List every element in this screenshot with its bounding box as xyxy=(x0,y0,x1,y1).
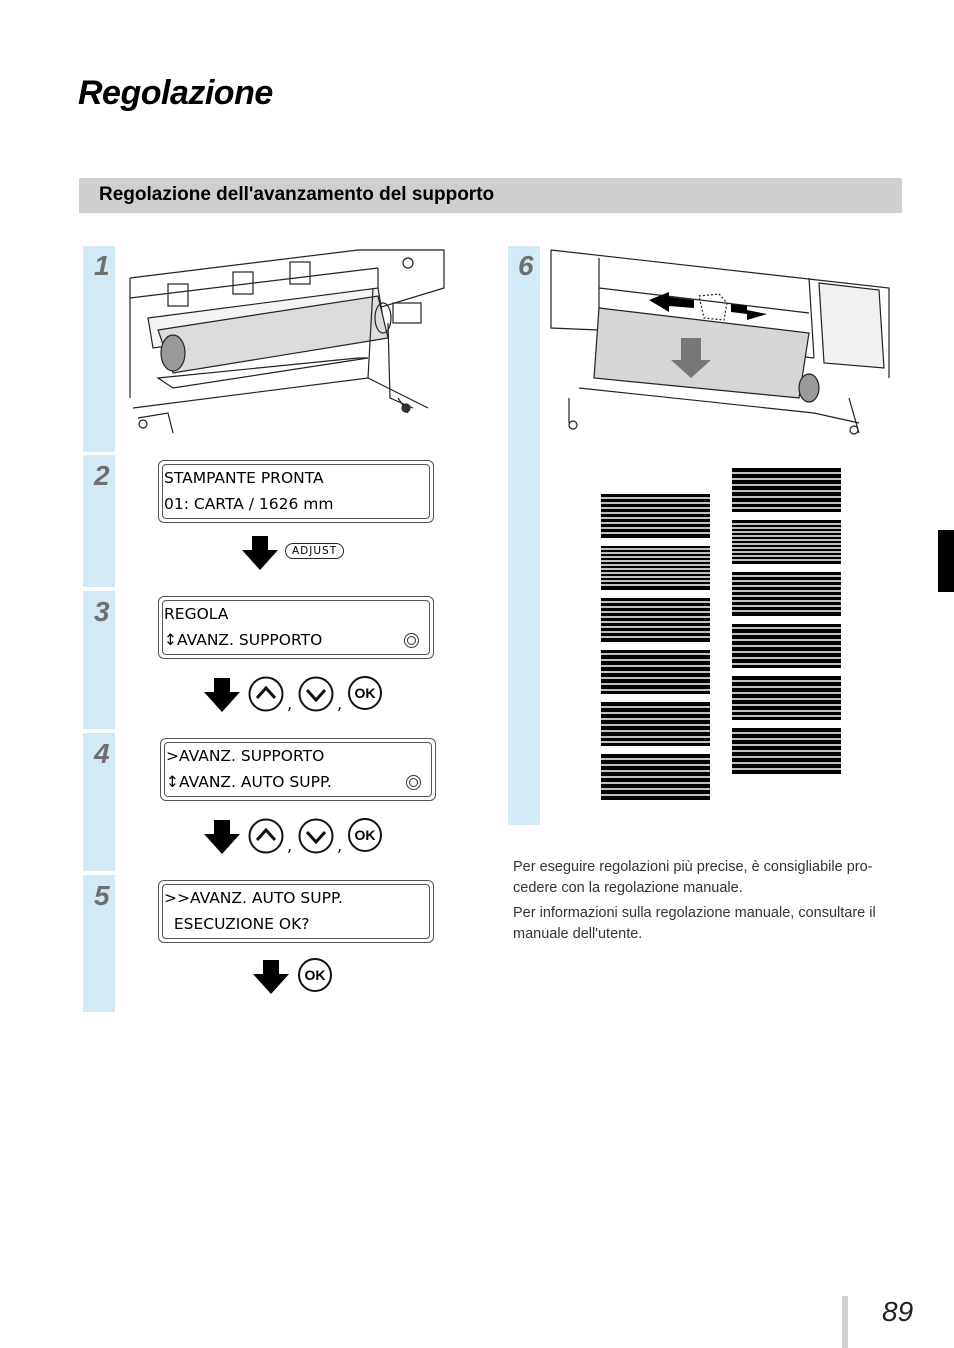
step-number-1: 1 xyxy=(94,250,110,281)
step-band-3 xyxy=(83,591,115,729)
dial-icon xyxy=(406,775,421,790)
section-title: Regolazione dell'avanzamento del support… xyxy=(99,184,495,205)
ok-button[interactable]: OK xyxy=(348,818,382,852)
lcd-panel-step-5: >>AVANZ. AUTO SUPP. ESECUZIONE OK? xyxy=(158,880,434,943)
step-number-6: 6 xyxy=(518,250,534,281)
printer-feed-illustration xyxy=(550,249,890,435)
step-band-1 xyxy=(83,246,115,452)
printer-roll-illustration xyxy=(129,249,445,434)
lcd-line-1: STAMPANTE PRONTA xyxy=(164,469,324,487)
step-number-3: 3 xyxy=(94,596,110,627)
lcd-line-2: ↕AVANZ. SUPPORTO xyxy=(164,631,323,649)
page-number: 89 xyxy=(882,1296,914,1327)
lcd-line-2: 01: CARTA / 1626 mm xyxy=(164,495,334,513)
ok-label: OK xyxy=(354,827,376,843)
arrow-down-icon xyxy=(242,536,278,570)
separator: , xyxy=(287,836,293,855)
section-header: Regolazione dell'avanzamento del support… xyxy=(79,178,902,213)
down-button-icon[interactable] xyxy=(298,818,334,854)
lcd-line-1: >AVANZ. SUPPORTO xyxy=(166,747,325,765)
dial-icon xyxy=(404,633,419,648)
page-number-rule xyxy=(842,1296,848,1348)
lcd-line-1: REGOLA xyxy=(164,605,229,623)
arrow-down-icon xyxy=(204,820,240,854)
ok-label: OK xyxy=(354,685,376,701)
lcd-panel-step-2: STAMPANTE PRONTA 01: CARTA / 1626 mm xyxy=(158,460,434,523)
lcd-line-1: >>AVANZ. AUTO SUPP. xyxy=(164,889,343,907)
step-number-5: 5 xyxy=(94,880,110,911)
note-precise-adjustment: Per eseguire regolazioni più precise, è … xyxy=(513,859,873,896)
lcd-panel-step-4: >AVANZ. SUPPORTO ↕AVANZ. AUTO SUPP. xyxy=(160,738,436,801)
ok-button[interactable]: OK xyxy=(298,958,332,992)
separator: , xyxy=(337,836,343,855)
lcd-panel-step-3: REGOLA ↕AVANZ. SUPPORTO xyxy=(158,596,434,659)
step-number-2: 2 xyxy=(94,460,110,491)
step-band-5 xyxy=(83,875,115,1012)
arrow-down-icon xyxy=(253,960,289,994)
test-pattern-left xyxy=(601,494,710,800)
lcd-line-2: ESECUZIONE OK? xyxy=(164,915,310,933)
note-manual-reference: Per informazioni sulla regolazione manua… xyxy=(513,905,876,942)
adjust-button[interactable]: ADJUST xyxy=(285,543,345,559)
step-band-4 xyxy=(83,733,115,871)
step-number-4: 4 xyxy=(94,738,110,769)
ok-button[interactable]: OK xyxy=(348,676,382,710)
page-title: Regolazione xyxy=(78,74,273,112)
arrow-down-icon xyxy=(204,678,240,712)
up-button-icon[interactable] xyxy=(248,818,284,854)
test-pattern-right xyxy=(732,468,841,774)
separator: , xyxy=(337,694,343,713)
ok-label: OK xyxy=(304,967,326,983)
chapter-tab xyxy=(938,530,954,592)
separator: , xyxy=(287,694,293,713)
up-button-icon[interactable] xyxy=(248,676,284,712)
down-button-icon[interactable] xyxy=(298,676,334,712)
step-band-2 xyxy=(83,455,115,587)
lcd-line-2: ↕AVANZ. AUTO SUPP. xyxy=(166,773,332,791)
step-band-6 xyxy=(508,246,540,825)
